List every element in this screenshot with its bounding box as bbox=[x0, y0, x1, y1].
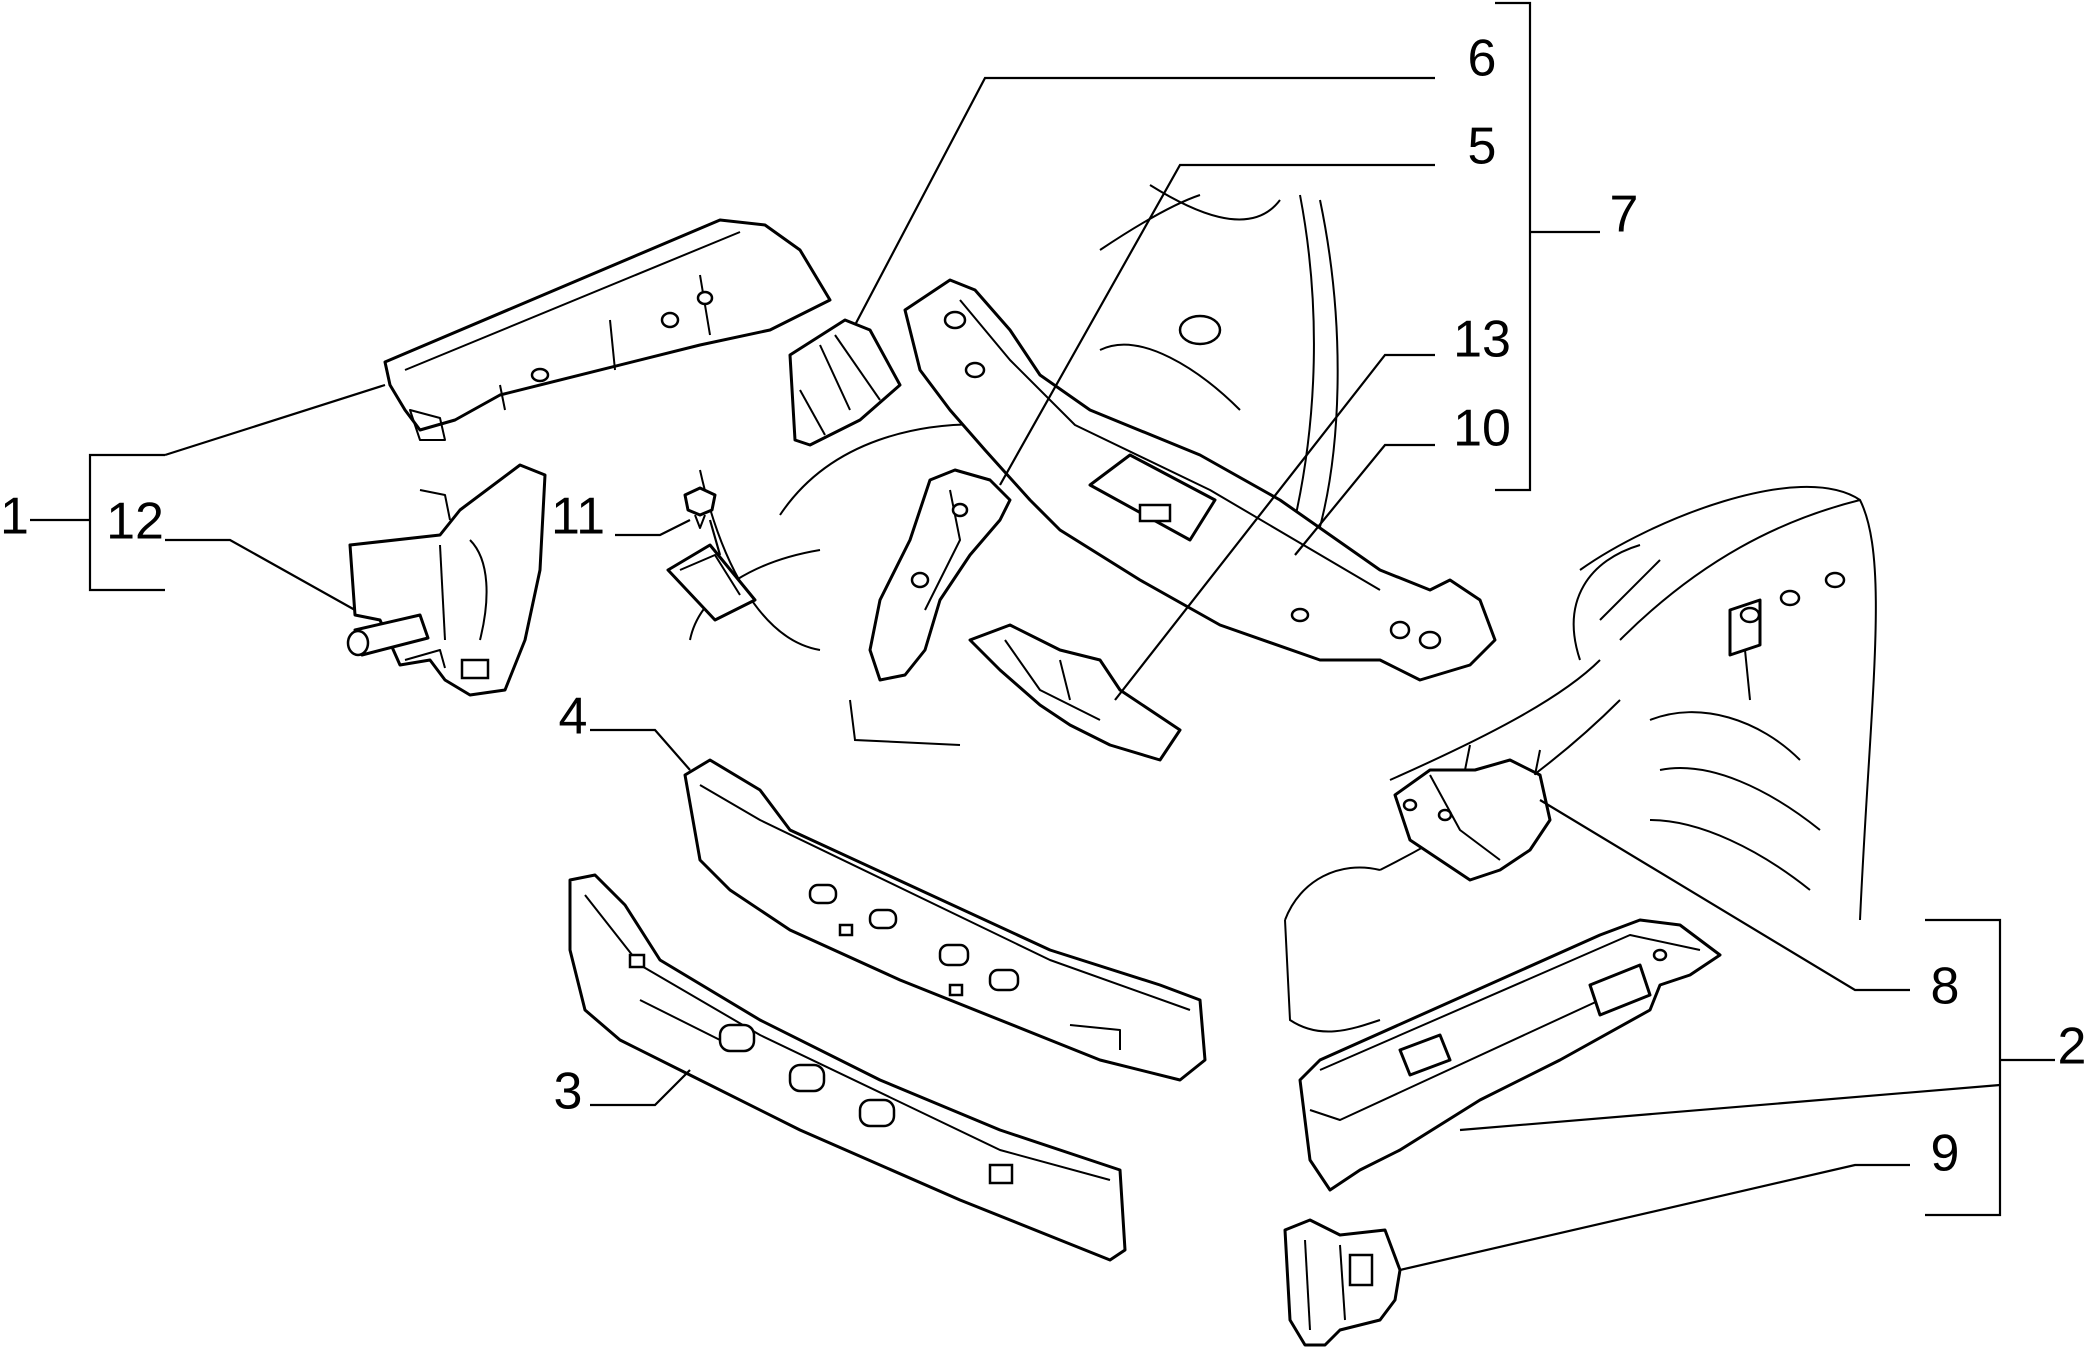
leader-8 bbox=[1539, 799, 1910, 992]
part-6-small-bracket bbox=[788, 318, 902, 447]
part-5-vertical-bracket bbox=[868, 468, 1012, 682]
callout-5: 5 bbox=[1468, 118, 1497, 176]
leader-12 bbox=[165, 538, 356, 611]
callout-11: 11 bbox=[551, 488, 605, 546]
callout-2: 2 bbox=[2058, 1018, 2087, 1076]
callout-7: 7 bbox=[1610, 186, 1639, 244]
callout-4: 4 bbox=[559, 688, 588, 746]
callout-10: 10 bbox=[1453, 400, 1511, 458]
leader-1-to-rail bbox=[164, 383, 386, 457]
callout-3: 3 bbox=[554, 1063, 583, 1121]
leader-11 bbox=[615, 519, 691, 537]
part-4-upper-crossbeam bbox=[683, 758, 1207, 1082]
part-9-corner-bracket bbox=[1283, 1218, 1402, 1347]
leader-lines bbox=[30, 1, 2055, 1272]
callout-12: 12 bbox=[106, 493, 164, 551]
bracket-1 bbox=[88, 453, 165, 592]
leader-3 bbox=[590, 1069, 691, 1107]
callout-labels: 1 2 3 4 5 6 7 8 9 10 11 12 13 bbox=[0, 30, 2086, 1183]
callout-1: 1 bbox=[0, 488, 29, 546]
leader-5 bbox=[999, 163, 1435, 486]
part-13-floor-bracket bbox=[968, 623, 1182, 762]
leader-4 bbox=[590, 728, 691, 771]
callout-8: 8 bbox=[1931, 958, 1960, 1016]
part-1-upper-rail bbox=[383, 218, 832, 441]
part-10-cross-member bbox=[903, 278, 1497, 682]
part-3-lower-crossbeam bbox=[568, 873, 1127, 1262]
part-11-clip bbox=[666, 486, 757, 622]
leader-6 bbox=[854, 76, 1435, 326]
callout-9: 9 bbox=[1931, 1125, 1960, 1183]
part-8-mount-bracket bbox=[1393, 571, 1846, 882]
leader-9 bbox=[1399, 1163, 1910, 1272]
bracket-7 bbox=[1495, 1, 1532, 492]
part-2-side-rail bbox=[1298, 918, 1722, 1192]
callout-6: 6 bbox=[1468, 30, 1497, 88]
leader-13 bbox=[1114, 353, 1435, 701]
leader-10 bbox=[1294, 443, 1435, 556]
part-12-bracket-with-stud bbox=[346, 463, 547, 697]
leader-2-to-rail bbox=[1459, 1083, 2001, 1132]
leader-11b bbox=[708, 519, 722, 556]
bracket-2 bbox=[1925, 918, 2002, 1217]
callout-13: 13 bbox=[1453, 311, 1511, 369]
